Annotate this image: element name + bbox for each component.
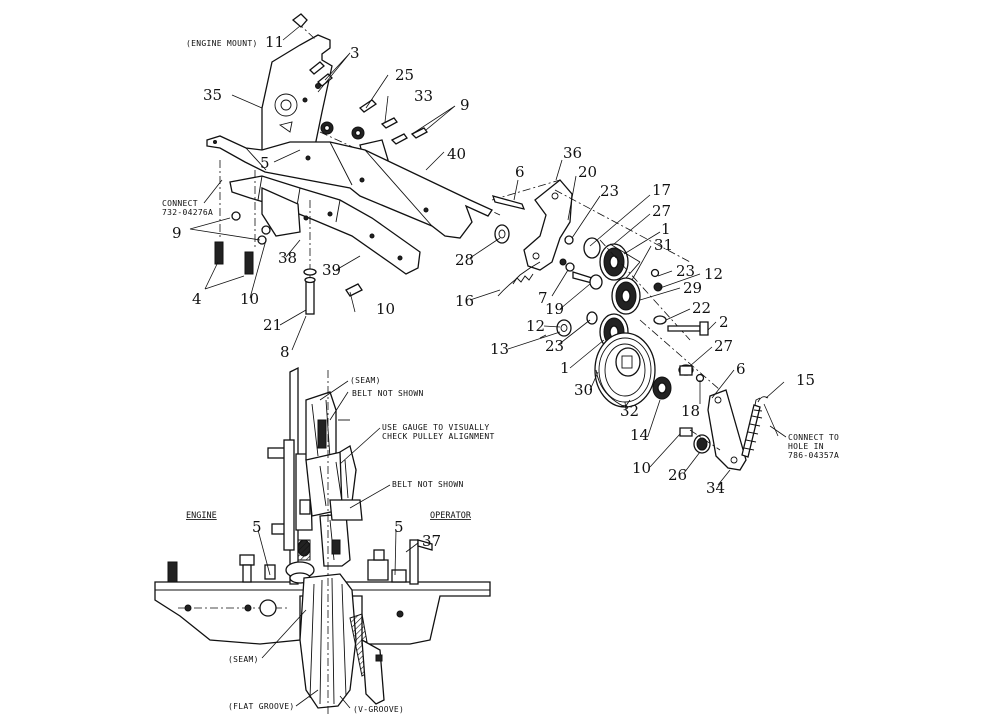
upper-callouts: 11 3 35 25 33 9 5 40 36 6 20 23 17 27 1 … <box>172 33 815 497</box>
note-connect-to-line2: HOLE IN <box>788 442 824 451</box>
callout-16: 16 <box>455 292 474 310</box>
alignment-gauge <box>327 370 350 716</box>
callout-15: 15 <box>796 371 815 389</box>
note-connect-line2: 732-04276A <box>162 208 213 217</box>
spring-section <box>349 539 433 705</box>
callout-3: 3 <box>350 44 360 62</box>
callout-27-bottom: 27 <box>714 337 733 355</box>
callout-23-bottom: 23 <box>545 337 564 355</box>
callout-19: 19 <box>545 300 564 318</box>
callout-28: 28 <box>455 251 474 269</box>
callout-7: 7 <box>538 289 548 307</box>
main-frame-channel <box>206 135 493 239</box>
callout-29: 29 <box>683 279 702 297</box>
pulley-stack <box>539 237 691 408</box>
callout-8: 8 <box>280 343 290 361</box>
callout-31: 31 <box>654 236 673 254</box>
callout-12-left: 12 <box>526 317 545 335</box>
callout-5-upper: 5 <box>260 154 270 172</box>
callout-10-right: 10 <box>632 459 651 477</box>
callout-23-top: 23 <box>600 182 619 200</box>
callout-12-right: 12 <box>704 265 723 283</box>
callout-13: 13 <box>490 340 509 358</box>
callout-10-left: 10 <box>240 290 259 308</box>
callout-9-left: 9 <box>172 224 182 242</box>
callout-20: 20 <box>578 163 597 181</box>
heading-engine: ENGINE <box>186 511 217 521</box>
upper-leader-lines <box>189 25 785 486</box>
callout-1-bottom: 1 <box>560 359 570 377</box>
right-fasteners <box>639 268 721 391</box>
callout-33: 33 <box>414 87 433 105</box>
callout-17: 17 <box>652 181 671 199</box>
note-belt-not-shown-2: BELT NOT SHOWN <box>392 480 464 489</box>
note-connect-to-line3: 786-04357A <box>788 451 839 460</box>
idler-arm-and-spring <box>679 389 769 471</box>
callout-22: 22 <box>692 299 711 317</box>
callout-2: 2 <box>719 313 729 331</box>
heading-operator: OPERATOR <box>430 511 472 521</box>
callout-14: 14 <box>630 426 649 444</box>
note-flat-groove: (FLAT GROOVE) <box>228 702 295 711</box>
note-engine-mount: (ENGINE MOUNT) <box>186 39 258 48</box>
lower-section-view: 5 5 37 (SEAM) BELT NOT SHOWN USE GAUGE T… <box>154 366 495 716</box>
callout-23-right: 23 <box>676 262 695 280</box>
callout-6-right: 6 <box>736 360 746 378</box>
callout-6-upper: 6 <box>515 163 525 181</box>
pulley-section-lower <box>299 499 363 709</box>
callout-30: 30 <box>574 381 593 399</box>
callout-4: 4 <box>192 290 202 308</box>
lower-callouts: 5 5 37 <box>252 518 441 550</box>
callout-40: 40 <box>447 145 466 163</box>
callout-34: 34 <box>706 479 725 497</box>
callout-38: 38 <box>278 249 297 267</box>
callout-1-top: 1 <box>661 220 671 238</box>
callout-25: 25 <box>395 66 414 84</box>
callout-36: 36 <box>563 144 582 162</box>
callout-32: 32 <box>620 402 639 420</box>
callout-10-middle: 10 <box>376 300 395 318</box>
callout-35: 35 <box>203 86 222 104</box>
callout-18: 18 <box>681 402 700 420</box>
callout-21: 21 <box>263 316 282 334</box>
idler-bracket-assembly <box>491 179 691 297</box>
callout-26: 26 <box>668 466 687 484</box>
note-v-groove: (V-GROOVE) <box>353 705 404 714</box>
callout-27-top: 27 <box>652 202 671 220</box>
pulley-section-upper <box>305 391 357 517</box>
callout-11: 11 <box>265 33 284 51</box>
lower-cross-frame <box>229 175 421 275</box>
note-seam-bottom: (SEAM) <box>228 655 259 664</box>
note-connect-line1: CONNECT <box>162 199 198 208</box>
upper-notes: (ENGINE MOUNT) CONNECT 732-04276A CONNEC… <box>162 39 839 460</box>
lower-fasteners <box>214 160 363 315</box>
callout-5-engine-side: 5 <box>252 518 262 536</box>
callout-37: 37 <box>422 532 441 550</box>
lower-notes: (SEAM) BELT NOT SHOWN USE GAUGE TO VISUA… <box>186 376 495 714</box>
note-belt-not-shown-1: BELT NOT SHOWN <box>352 389 424 398</box>
frame-section <box>154 554 491 645</box>
note-seam-top: (SEAM) <box>350 376 381 385</box>
lower-leader-lines <box>257 380 419 709</box>
note-gauge-line2: CHECK PULLEY ALIGNMENT <box>382 432 495 441</box>
callout-5-operator-side: 5 <box>394 518 404 536</box>
note-connect-to-line1: CONNECT TO <box>788 433 839 442</box>
upper-exploded-view: 11 3 35 25 33 9 5 40 36 6 20 23 17 27 1 … <box>162 13 839 497</box>
callout-39: 39 <box>322 261 341 279</box>
callout-9-top: 9 <box>460 96 470 114</box>
note-gauge-line1: USE GAUGE TO VISUALLY <box>382 423 489 432</box>
